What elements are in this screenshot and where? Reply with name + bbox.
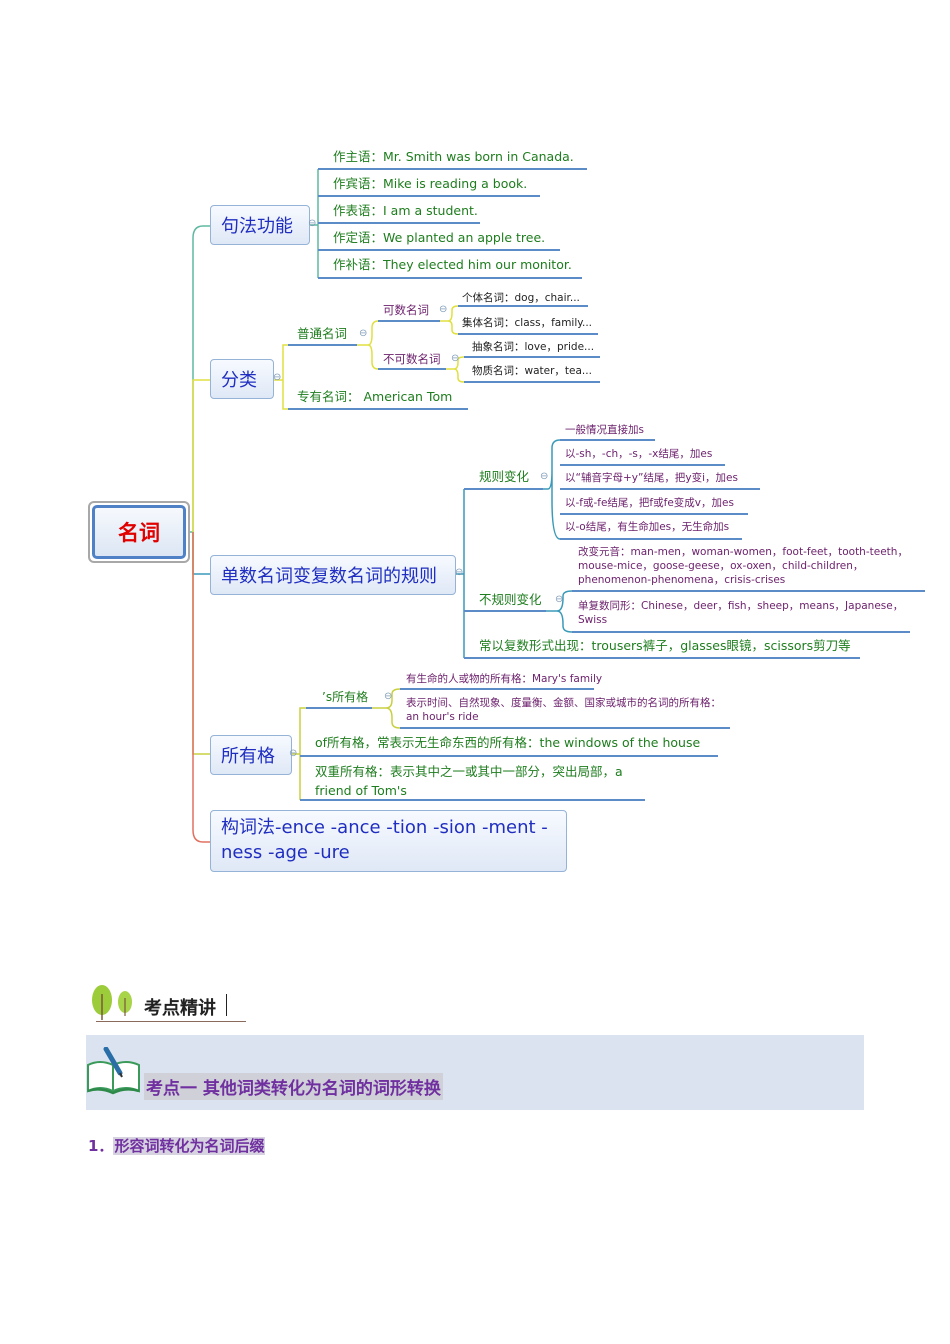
topic-classification[interactable]: 分类	[210, 359, 274, 399]
topic-banner: 考点一 其他词类转化为名词的词形转换	[86, 1035, 864, 1110]
line: 改变元音：man-men，woman-women，foot-feet，tooth…	[578, 546, 908, 558]
heading-underline	[96, 1021, 246, 1022]
line: friend of Tom's	[315, 783, 407, 798]
collapse-icon[interactable]: ⊖	[555, 594, 564, 605]
uncountable-label: 不可数名词	[383, 352, 441, 366]
uncountable-item: 物质名词：water，tea...	[472, 365, 592, 377]
syntax-item: 作补语：They elected him our monitor.	[333, 257, 572, 272]
proper-noun: 专有名词： American Tom	[297, 389, 453, 404]
syntax-item: 作定语：We planted an apple tree.	[333, 230, 546, 245]
topic-word-formation[interactable]: 构词法-ence -ance -tion -sion -ment -ness -…	[210, 810, 567, 872]
trees-icon	[92, 985, 132, 1020]
countable-item: 个体名词：dog，chair...	[462, 292, 580, 304]
countable-item: 集体名词：class，family...	[462, 317, 592, 329]
line: an hour's ride	[406, 711, 479, 723]
regular-label: 规则变化	[479, 469, 530, 484]
collapse-icon[interactable]: ⊖	[455, 567, 464, 578]
line: mouse-mice，goose-geese，ox-oxen，child-chi…	[578, 560, 864, 572]
line: 双重所有格：表示其中之一或其中一部分，突出局部，a	[315, 764, 623, 779]
topic-plural-rules[interactable]: 单数名词变复数名词的规则	[210, 555, 456, 595]
book-pencil-icon	[87, 1047, 140, 1095]
of-possessive: of所有格，常表示无生命东西的所有格：the windows of the ho…	[315, 735, 701, 750]
root-node-label: 名词	[92, 505, 186, 559]
regular-item: 以“辅音字母+y”结尾，把y变i，加es	[565, 472, 738, 484]
text-cursor	[226, 994, 227, 1016]
line: phenomenon-phenomena，crisis-crises	[578, 574, 786, 586]
irregular-same-form: 单复数同形：Chinese，deer，fish，sheep，means，Japa…	[578, 599, 903, 627]
collapse-icon[interactable]: ⊖	[273, 372, 282, 383]
line: Swiss	[578, 614, 608, 626]
subheading-number: 1．	[88, 1137, 114, 1155]
topic-possessive[interactable]: 所有格	[210, 735, 292, 775]
topic-syntax[interactable]: 句法功能	[210, 205, 310, 245]
collapse-icon[interactable]: ⊖	[439, 304, 448, 315]
collapse-icon[interactable]: ⊖	[540, 471, 549, 482]
collapse-icon[interactable]: ⊖	[451, 353, 460, 364]
common-noun-label: 普通名词	[297, 326, 348, 341]
regular-item: 一般情况直接加s	[565, 424, 644, 436]
syntax-item: 作主语：Mr. Smith was born in Canada.	[333, 149, 574, 164]
subheading: 1．形容词转化为名词后缀	[88, 1135, 266, 1156]
s-possessive-item: 有生命的人或物的所有格：Mary's family	[406, 673, 603, 685]
section-heading: 考点精讲	[88, 980, 248, 1024]
subheading-text: 形容词转化为名词后缀	[113, 1137, 266, 1155]
uncountable-item: 抽象名词：love，pride...	[472, 341, 595, 353]
line: 表示时间、自然现象、度量衡、金额、国家或城市的名词的所有格：	[406, 697, 721, 709]
syntax-item: 作表语：I am a student.	[333, 203, 478, 218]
plural-only: 常以复数形式出现：trousers裤子，glasses眼镜，scissors剪刀…	[479, 638, 851, 653]
collapse-icon[interactable]: ⊖	[384, 691, 393, 702]
syntax-item: 作宾语：Mike is reading a book.	[333, 176, 528, 191]
irregular-label: 不规则变化	[479, 592, 542, 607]
line: 单复数同形：Chinese，deer，fish，sheep，means，Japa…	[578, 600, 904, 612]
collapse-icon[interactable]: ⊖	[308, 218, 317, 229]
s-possessive-item: 表示时间、自然现象、度量衡、金额、国家或城市的名词的所有格： an hour's…	[406, 696, 721, 724]
double-possessive: 双重所有格：表示其中之一或其中一部分，突出局部，a friend of Tom'…	[315, 762, 623, 800]
banner-title: 考点一 其他词类转化为名词的词形转换	[144, 1073, 443, 1100]
regular-item: 以-o结尾，有生命加es，无生命加s	[565, 521, 730, 533]
collapse-icon[interactable]: ⊖	[359, 328, 368, 339]
regular-item: 以-sh，-ch，-s，-x结尾，加es	[565, 448, 713, 460]
irregular-vowel-change: 改变元音：man-men，woman-women，foot-feet，tooth…	[578, 545, 908, 587]
root-node[interactable]: 名词	[88, 501, 190, 563]
collapse-icon[interactable]: ⊖	[289, 748, 298, 759]
section-heading-label: 考点精讲	[144, 998, 216, 1019]
countable-label: 可数名词	[383, 303, 429, 317]
regular-item: 以-f或-fe结尾，把f或fe变成v，加es	[565, 497, 734, 509]
s-possessive-label: ’s所有格	[322, 690, 369, 704]
